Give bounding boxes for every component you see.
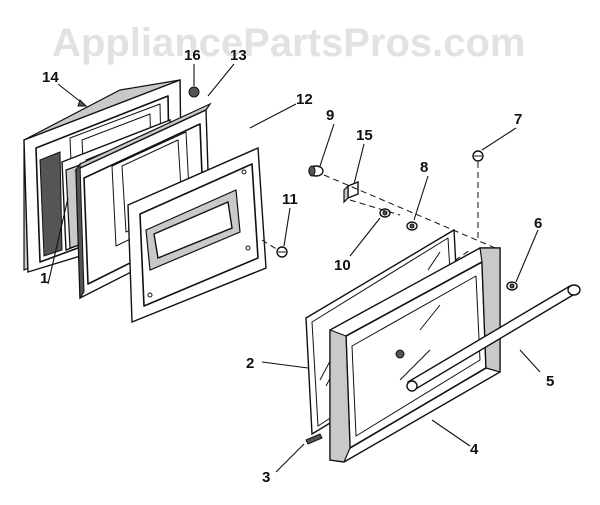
callout-15: 15 — [356, 127, 373, 144]
part-3-pin — [305, 433, 323, 445]
part-4-outer-frame — [329, 247, 501, 463]
leader-lines — [47, 63, 541, 473]
part-6-washer — [506, 281, 518, 291]
part-8-washer — [406, 221, 418, 231]
part-16-clip — [188, 86, 200, 98]
callout-2: 2 — [246, 355, 254, 372]
callout-4: 4 — [470, 441, 479, 458]
part-15-bracket — [343, 180, 359, 204]
callout-8: 8 — [420, 159, 428, 176]
part-9-plug — [308, 165, 324, 177]
part-11-screw — [276, 246, 288, 258]
callout-5: 5 — [546, 373, 554, 390]
callout-10: 10 — [334, 257, 351, 274]
callout-12: 12 — [296, 91, 313, 108]
part-7-screw — [472, 150, 484, 240]
callout-3: 3 — [262, 469, 270, 486]
callout-14: 14 — [42, 69, 59, 86]
callout-16: 16 — [184, 47, 201, 64]
callout-6: 6 — [534, 215, 542, 232]
callout-7: 7 — [514, 111, 522, 128]
part-12-inner-panel — [127, 146, 267, 324]
callout-1: 1 — [40, 270, 48, 287]
watermark-text: AppliancePartsPros.com — [52, 21, 526, 65]
part-10-washer — [379, 208, 391, 218]
part-5-handle — [406, 284, 581, 392]
callout-11: 11 — [282, 191, 298, 208]
callout-13: 13 — [230, 47, 247, 64]
callout-9: 9 — [326, 107, 334, 124]
